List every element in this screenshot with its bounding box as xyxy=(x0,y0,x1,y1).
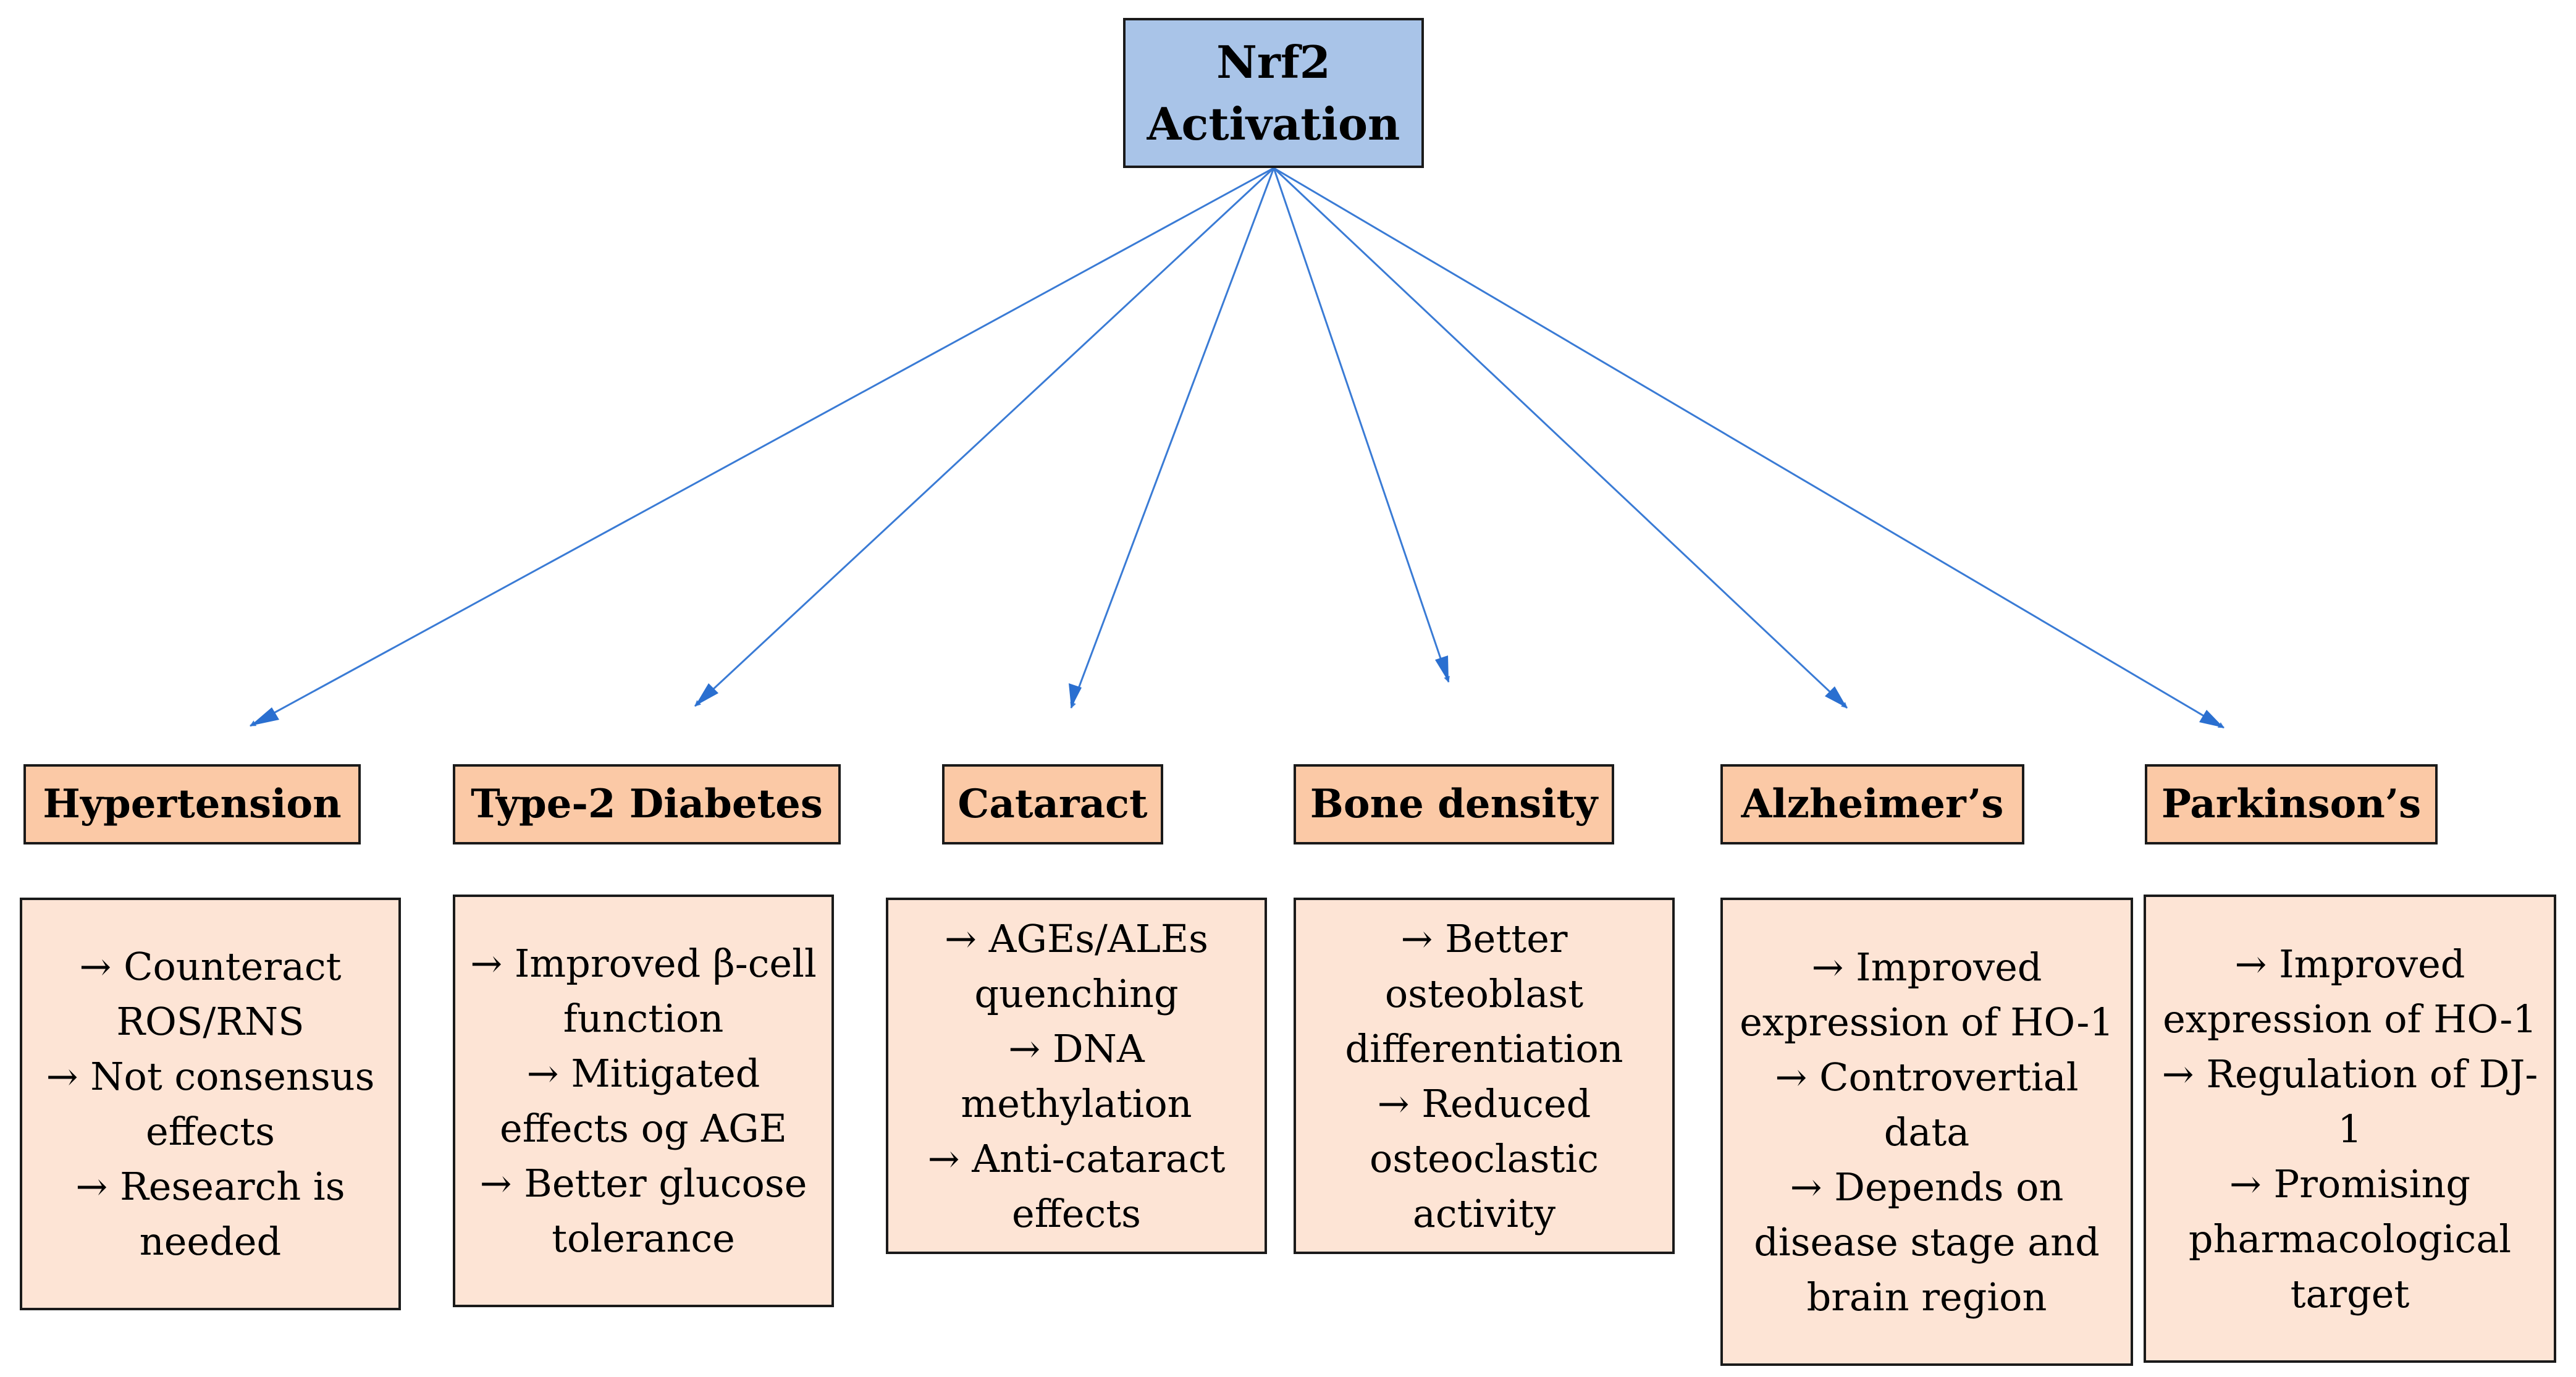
detail-item: → Better glucose tolerance xyxy=(479,1161,807,1261)
detail-item: → Promising pharmacological target xyxy=(2188,1161,2512,1316)
detail-item: → Improved expression of HO-1 xyxy=(2163,941,2537,1042)
arrow-to-type2-diabetes xyxy=(694,167,1275,707)
detail-item: → Controvertial data xyxy=(1775,1054,2079,1155)
detail-item: → DNA methylation xyxy=(961,1025,1192,1126)
detail-item: → Anti-cataract effects xyxy=(927,1135,1226,1236)
detail-item: → Mitigated effects og AGE xyxy=(500,1051,787,1151)
details-parkinsons: → Improved expression of HO-1 → Regulati… xyxy=(2144,895,2556,1363)
root-node-line-2: Activation xyxy=(1147,97,1400,150)
detail-item: → Not consensus effects xyxy=(46,1054,375,1154)
arrow-to-alzheimers xyxy=(1273,167,1848,709)
detail-item: → Better osteoblast differentiation xyxy=(1345,916,1623,1071)
detail-item: → Reduced osteoclastic activity xyxy=(1370,1080,1599,1236)
arrowhead-alzheimers xyxy=(1825,686,1847,708)
label-parkinsons: Parkinson’s xyxy=(2145,764,2438,844)
arrowhead-cataract xyxy=(1069,683,1082,708)
label-hypertension: Hypertension xyxy=(23,764,361,844)
label-cataract-text: Cataract xyxy=(958,781,1148,827)
arrowhead-hypertension xyxy=(250,707,279,726)
details-type2-diabetes: → Improved β-cell function → Mitigated e… xyxy=(453,895,834,1307)
label-cataract: Cataract xyxy=(942,764,1163,844)
arrowhead-type2-diabetes xyxy=(695,683,718,706)
arrow-to-bone-density xyxy=(1273,167,1450,683)
detail-item: → Research is needed xyxy=(75,1164,345,1264)
detail-item: → Counteract ROS/RNS xyxy=(79,944,342,1044)
detail-item: → AGEs/ALEs quenching xyxy=(945,916,1208,1016)
arrowhead-bone-density xyxy=(1435,655,1449,682)
details-hypertension: → Counteract ROS/RNS → Not consensus eff… xyxy=(20,898,401,1310)
arrowhead-parkinsons xyxy=(2199,710,2224,728)
detail-item: → Depends on disease stage and brain reg… xyxy=(1754,1164,2100,1320)
label-alzheimers: Alzheimer’s xyxy=(1720,764,2024,844)
detail-item: → Improved β-cell function xyxy=(470,941,817,1041)
label-type2-diabetes: Type-2 Diabetes xyxy=(453,764,841,844)
label-bone-density-text: Bone density xyxy=(1310,781,1598,827)
label-hypertension-text: Hypertension xyxy=(43,781,342,827)
label-alzheimers-text: Alzheimer’s xyxy=(1741,781,2004,827)
details-alzheimers: → Improved expression of HO-1 → Controve… xyxy=(1720,898,2133,1366)
root-node-line-1: Nrf2 xyxy=(1216,35,1331,88)
label-bone-density: Bone density xyxy=(1294,764,1614,844)
arrow-to-parkinsons xyxy=(1273,167,2225,729)
detail-item: → Improved expression of HO-1 xyxy=(1740,944,2114,1045)
details-cataract: → AGEs/ALEs quenching → DNA methylation … xyxy=(886,898,1267,1254)
details-bone-density: → Better osteoblast differentiation → Re… xyxy=(1294,898,1675,1254)
arrow-to-hypertension xyxy=(250,167,1274,727)
label-parkinsons-text: Parkinson’s xyxy=(2161,781,2422,827)
root-node-nrf2-activation: Nrf2 Activation xyxy=(1123,18,1424,168)
detail-item: → Regulation of DJ-1 xyxy=(2161,1051,2538,1152)
arrow-to-cataract xyxy=(1070,167,1275,709)
label-type2-diabetes-text: Type-2 Diabetes xyxy=(471,781,823,827)
